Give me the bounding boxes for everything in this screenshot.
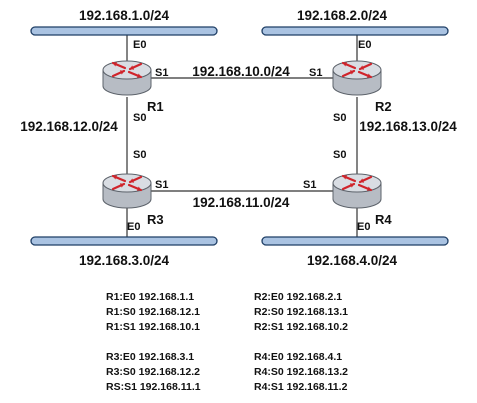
r1-e0-port: E0 [133, 39, 146, 51]
address-entry: R2:E0 192.168.2.1 [254, 291, 342, 303]
ethernet-segment-1 [30, 26, 218, 36]
address-entry: R2:S0 192.168.13.1 [254, 306, 348, 318]
router-r4-name: R4 [375, 212, 392, 227]
router-r3-name: R3 [147, 212, 164, 227]
router-r1-name: R1 [147, 99, 164, 114]
r2-s1-port: S1 [309, 67, 322, 79]
address-entry: R4:E0 192.168.4.1 [254, 351, 342, 363]
r3-s0-port: S0 [133, 149, 146, 161]
link-r1-r3-label: 192.168.12.0/24 [20, 119, 118, 134]
r4-e0-port: E0 [357, 221, 370, 233]
address-entry: R1:S1 192.168.10.1 [106, 321, 200, 333]
address-entry: R3:S0 192.168.12.2 [106, 366, 200, 378]
address-entry: RS:S1 192.168.11.1 [106, 381, 201, 393]
segment-1-label: 192.168.1.0/24 [79, 8, 170, 23]
router-icon [102, 60, 152, 96]
ethernet-segment-3 [30, 236, 218, 246]
r4-s0-port: S0 [333, 149, 346, 161]
address-table-right: R2:E0 192.168.2.1 R2:S0 192.168.13.1 R2:… [254, 291, 348, 393]
r4-s1-port: S1 [303, 179, 316, 191]
address-entry: R2:S1 192.168.10.2 [254, 321, 348, 333]
router-icon [332, 60, 382, 96]
router-r2-name: R2 [375, 99, 392, 114]
address-entry: R1:S0 192.168.12.1 [106, 306, 200, 318]
segment-3-label: 192.168.3.0/24 [79, 253, 170, 268]
address-table-left: R1:E0 192.168.1.1 R1:S0 192.168.12.1 R1:… [106, 291, 201, 393]
r3-e0-port: E0 [127, 221, 140, 233]
r3-s1-port: S1 [155, 179, 168, 191]
link-r2-r4-label: 192.168.13.0/24 [359, 119, 457, 134]
ethernet-segment-4 [261, 236, 449, 246]
r2-s0-port: S0 [333, 112, 346, 124]
address-entry: R4:S1 192.168.11.2 [254, 381, 348, 393]
r2-e0-port: E0 [358, 39, 371, 51]
segment-4-label: 192.168.4.0/24 [307, 253, 398, 268]
address-entry: R1:E0 192.168.1.1 [106, 291, 194, 303]
link-r3-r4-label: 192.168.11.0/24 [193, 195, 290, 210]
address-entry: R3:E0 192.168.3.1 [106, 351, 194, 363]
router-icon [102, 173, 152, 209]
r1-s1-port: S1 [155, 67, 168, 79]
r1-s0-port: S0 [133, 112, 146, 124]
segment-2-label: 192.168.2.0/24 [297, 8, 388, 23]
ethernet-segment-2 [261, 26, 449, 36]
router-icon [332, 173, 382, 209]
link-r1-r2-label: 192.168.10.0/24 [192, 64, 290, 79]
address-entry: R4:S0 192.168.13.2 [254, 366, 348, 378]
